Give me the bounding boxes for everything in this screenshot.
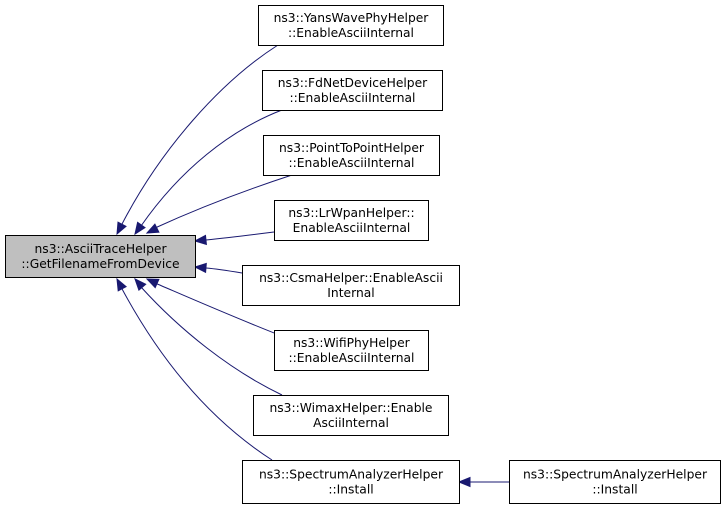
node-box-spec1 <box>242 460 460 504</box>
node-lrwpan[interactable]: ns3::LrWpanHelper::EnableAsciiInternal <box>274 200 429 241</box>
arrowhead-wimax-to-root <box>134 278 147 292</box>
node-label-spec1-line-1: ::Install <box>328 483 373 497</box>
node-box-root <box>5 235 196 278</box>
edge-p2p-to-root <box>154 174 293 229</box>
node-label-lrwpan-line-1: EnableAsciiInternal <box>293 221 411 235</box>
arrowhead-p2p-to-root <box>145 223 160 234</box>
arrowhead-wifi-to-root <box>145 278 160 289</box>
node-yans[interactable]: ns3::YansWavePhyHelper::EnableAsciiInter… <box>258 5 444 46</box>
node-label-spec2-line-1: ::Install <box>592 483 637 497</box>
arrowhead-spec1-to-root <box>116 277 127 292</box>
node-label-p2p-line-1: ::EnableAsciiInternal <box>289 156 415 170</box>
node-label-lrwpan-line-0: ns3::LrWpanHelper:: <box>288 206 414 220</box>
node-label-yans-line-0: ns3::YansWavePhyHelper <box>274 11 430 25</box>
node-label-wimax-line-1: AsciiInternal <box>313 416 389 430</box>
node-box-fdnet <box>262 70 443 111</box>
node-label-p2p-line-0: ns3::PointToPointHelper <box>279 141 425 155</box>
arrowhead-spec2-to-spec1 <box>457 476 471 488</box>
edge-csma-to-root <box>205 267 243 274</box>
node-csma[interactable]: ns3::CsmaHelper::EnableAsciiInternal <box>242 265 460 306</box>
node-label-yans-line-1: ::EnableAsciiInternal <box>288 26 414 40</box>
node-label-fdnet-line-1: ::EnableAsciiInternal <box>290 91 416 105</box>
node-box-wifi <box>274 330 429 371</box>
node-label-wifi-line-1: ::EnableAsciiInternal <box>289 351 415 365</box>
node-box-yans <box>258 5 444 46</box>
node-label-spec2-line-0: ns3::SpectrumAnalyzerHelper <box>523 468 708 482</box>
node-label-wifi-line-0: ns3::WifiPhyHelper <box>293 336 410 350</box>
node-spec2[interactable]: ns3::SpectrumAnalyzerHelper::Install <box>509 460 721 504</box>
node-wimax[interactable]: ns3::WimaxHelper::EnableAsciiInternal <box>253 395 449 436</box>
node-box-spec2 <box>509 460 721 504</box>
arrowhead-lrwpan-to-root <box>193 234 207 246</box>
node-box-wimax <box>253 395 449 436</box>
node-label-spec1-line-0: ns3::SpectrumAnalyzerHelper <box>259 468 444 482</box>
node-spec1[interactable]: ns3::SpectrumAnalyzerHelper::Install <box>242 460 460 504</box>
node-box-csma <box>242 265 460 306</box>
node-root[interactable]: ns3::AsciiTraceHelper::GetFilenameFromDe… <box>5 235 196 278</box>
edge-spec1-to-root <box>120 286 273 461</box>
edge-fdnet-to-root <box>140 109 283 227</box>
arrowhead-fdnet-to-root <box>134 221 146 236</box>
node-box-lrwpan <box>274 200 429 241</box>
node-label-csma-line-1: Internal <box>327 286 374 300</box>
node-box-p2p <box>263 135 440 176</box>
node-label-root-line-0: ns3::AsciiTraceHelper <box>35 242 168 256</box>
edge-yans-to-root <box>120 44 279 227</box>
arrowhead-yans-to-root <box>116 221 127 236</box>
arrowhead-csma-to-root <box>193 262 207 274</box>
node-label-fdnet-line-0: ns3::FdNetDeviceHelper <box>278 76 428 90</box>
node-label-wimax-line-0: ns3::WimaxHelper::Enable <box>269 401 432 415</box>
node-p2p[interactable]: ns3::PointToPointHelper::EnableAsciiInte… <box>263 135 440 176</box>
nodes-layer: ns3::AsciiTraceHelper::GetFilenameFromDe… <box>5 5 721 504</box>
edge-wimax-to-root <box>140 286 283 396</box>
edge-lrwpan-to-root <box>205 231 275 241</box>
edges-layer <box>116 44 509 488</box>
node-label-root-line-1: ::GetFilenameFromDevice <box>21 257 179 271</box>
node-label-csma-line-0: ns3::CsmaHelper::EnableAscii <box>259 271 443 285</box>
node-wifi[interactable]: ns3::WifiPhyHelper::EnableAsciiInternal <box>274 330 429 371</box>
node-fdnet[interactable]: ns3::FdNetDeviceHelper::EnableAsciiInter… <box>262 70 443 111</box>
